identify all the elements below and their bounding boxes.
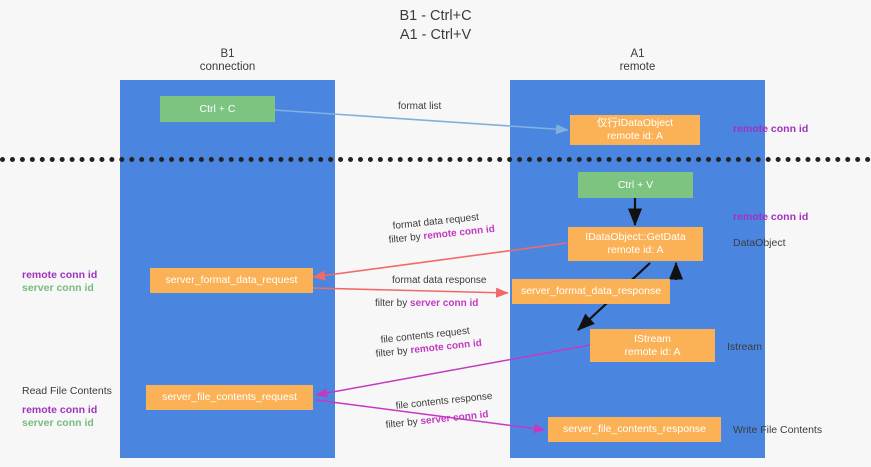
edge-label-format-data-response: format data response <box>392 275 487 286</box>
annotation-server-conn-id-left-bottom: server conn id <box>22 417 94 429</box>
box-server-format-data-response[interactable]: server_format_data_response <box>512 279 670 304</box>
section-divider <box>0 157 871 162</box>
box-idataobject-line2: remote id: A <box>606 130 664 142</box>
box-idataobject-getdata[interactable]: IDataObject::GetData remote id: A <box>568 227 703 261</box>
filter-prefix-4: filter by <box>385 416 422 431</box>
column-header-a1: A1 remote <box>510 48 765 74</box>
arrow-format-data-response <box>312 287 509 298</box>
column-header-a1-name: A1 <box>630 48 645 60</box>
box-ctrl-c-label: Ctrl + C <box>199 102 236 115</box>
box-idataobject-line1: 仅行IDataObject <box>596 117 674 129</box>
column-header-b1-name: B1 <box>220 48 235 60</box>
title-line-2: A1 - Ctrl+V <box>399 27 472 43</box>
column-header-b1-sub: connection <box>199 61 256 73</box>
box-server-file-contents-response-label: server_file_contents_response <box>562 423 706 435</box>
box-getdata-line1: IDataObject::GetData <box>585 231 686 243</box>
annotation-write-file-contents: Write File Contents <box>733 424 823 436</box>
annotation-dataobject: DataObject <box>733 237 786 249</box>
box-server-file-contents-request-label: server_file_contents_request <box>162 391 297 403</box>
box-istream-line1: IStream <box>634 332 671 345</box>
box-server-format-data-request[interactable]: server_format_data_request <box>150 268 313 293</box>
annotation-server-conn-id-left-mid: server conn id <box>22 282 94 294</box>
annotation-istream: Istream <box>727 341 763 353</box>
filter-prefix-2: filter by <box>375 298 411 309</box>
box-idataobject-remote[interactable]: 仅行IDataObject remote id: A <box>570 115 700 145</box>
box-istream-line2: remote id: A <box>624 345 681 358</box>
annotation-remote-conn-id-mid: remote conn id <box>733 211 809 223</box>
box-istream[interactable]: IStream remote id: A <box>590 329 715 362</box>
annotation-remote-conn-id-left-bottom: remote conn id <box>22 404 98 416</box>
box-getdata-line2: remote id: A <box>607 244 664 256</box>
box-server-format-data-request-label: server_format_data_request <box>165 274 298 286</box>
edge-label-format-list: format list <box>398 101 442 112</box>
annotation-read-file-contents: Read File Contents <box>22 385 112 397</box>
filter-key-server-conn-id-1: server conn id <box>410 298 479 309</box>
column-header-a1-sub: remote <box>619 61 656 73</box>
box-ctrl-v[interactable]: Ctrl + V <box>578 172 693 198</box>
box-ctrl-c[interactable]: Ctrl + C <box>160 96 275 122</box>
annotation-remote-conn-id-left-mid: remote conn id <box>22 269 98 281</box>
annotation-remote-conn-id-top: remote conn id <box>733 123 809 135</box>
box-server-format-data-response-label: server_format_data_response <box>520 285 662 297</box>
column-header-b1: B1 connection <box>120 48 335 74</box>
edge-label-format-data-response-filter: filter by server conn id <box>375 297 478 310</box>
box-ctrl-v-label: Ctrl + V <box>617 178 654 191</box>
filter-key-server-conn-id-2: server conn id <box>419 409 490 428</box>
page-title: B1 - Ctrl+C A1 - Ctrl+V <box>0 7 871 45</box>
box-server-file-contents-response[interactable]: server_file_contents_response <box>548 417 721 442</box>
title-line-1: B1 - Ctrl+C <box>399 8 472 24</box>
filter-prefix-1: filter by <box>388 231 425 246</box>
filter-prefix-3: filter by <box>375 345 412 360</box>
box-server-file-contents-request[interactable]: server_file_contents_request <box>146 385 313 410</box>
